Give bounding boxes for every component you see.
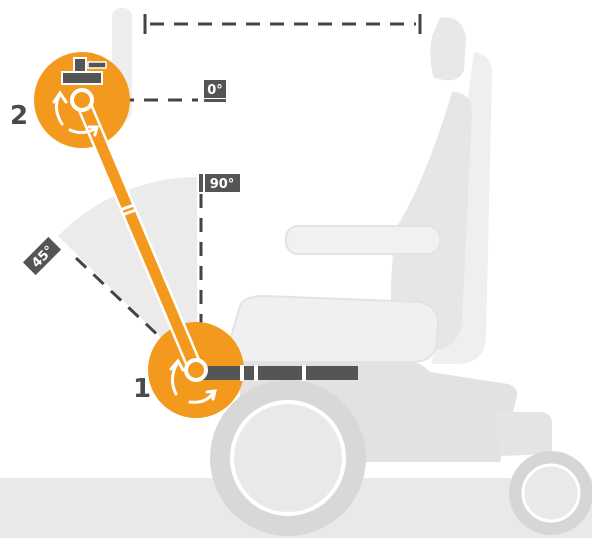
svg-text:0°: 0° <box>207 83 223 98</box>
wheelchair <box>112 8 592 536</box>
arm-joint <box>119 203 135 212</box>
swing-sector <box>58 177 197 373</box>
mount-clamp-icon <box>61 57 107 85</box>
front-arm <box>496 412 552 456</box>
angle-90-tag: 90° <box>199 174 240 192</box>
angle-45-tag: 45° <box>22 236 62 276</box>
svg-text:90°: 90° <box>210 177 235 192</box>
pivot-1-label: 1 <box>133 374 151 404</box>
seat <box>228 294 440 363</box>
pivot-1-hub <box>184 358 208 382</box>
pivot-2-hub <box>70 88 94 112</box>
front-wheel-inner <box>521 463 581 523</box>
rotate-arrows-icon <box>169 358 217 404</box>
headrest <box>430 17 466 81</box>
armrest <box>285 225 441 255</box>
mounting-rail <box>198 365 358 381</box>
backrest <box>391 92 472 350</box>
angle-0-tag: 0° <box>204 80 226 102</box>
arm <box>74 92 204 378</box>
rotate-arrows-icon-2 <box>52 90 99 137</box>
pivot-2-label: 2 <box>10 101 28 131</box>
rear-wheel-inner <box>230 400 346 516</box>
